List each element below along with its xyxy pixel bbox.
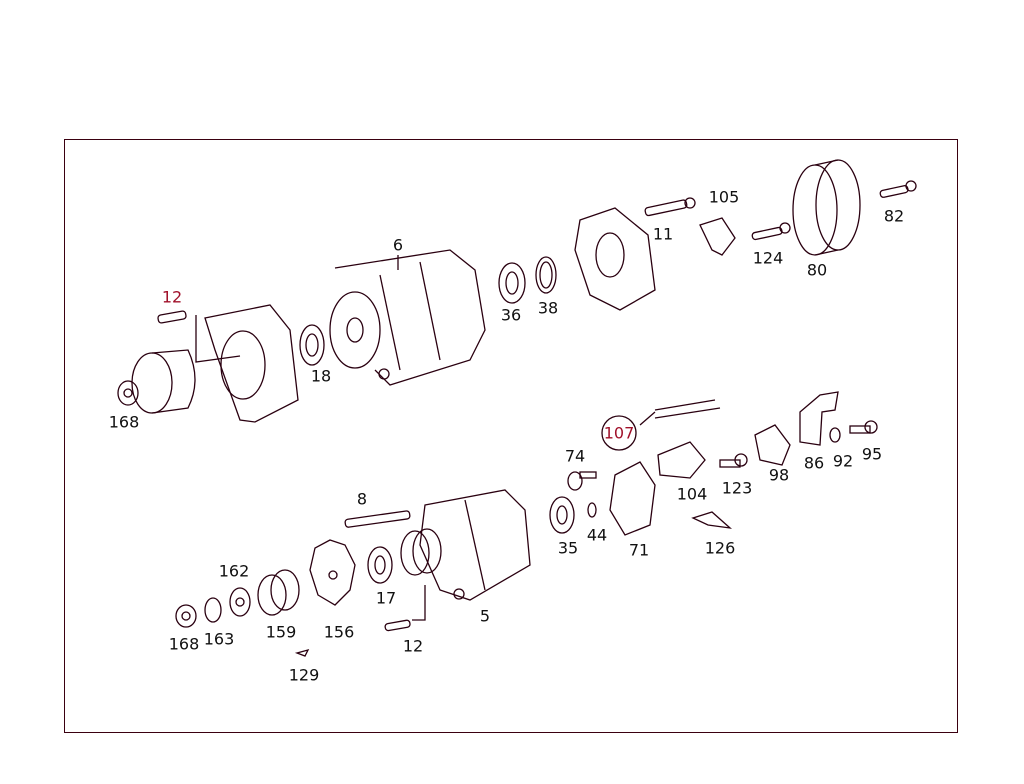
rectifier-71 (609, 461, 656, 536)
nut-168-lower (175, 604, 197, 628)
callout-12-lower: 12 (402, 636, 424, 656)
callout-129: 129 (288, 665, 320, 685)
brush-holder-98 (754, 424, 791, 466)
ring-80 (792, 159, 861, 256)
pulley-159 (257, 569, 300, 616)
callout-44: 44 (586, 525, 608, 545)
callout-17: 17 (375, 588, 397, 608)
washer-163 (204, 597, 222, 623)
pulley-inner (400, 528, 442, 576)
nut-168-upper (117, 380, 139, 406)
bolt-8 (344, 510, 411, 528)
callout-71: 71 (628, 540, 650, 560)
callout-35: 35 (557, 538, 579, 558)
bolt-82 (879, 180, 917, 198)
key-129 (294, 648, 310, 657)
bearing-35 (549, 496, 575, 534)
bolt-11 (644, 197, 696, 217)
cover-cap (131, 349, 196, 414)
washer-162 (229, 587, 251, 617)
callout-126: 126 (704, 538, 736, 558)
washer-44 (587, 502, 597, 518)
callout-107: 107 (603, 423, 635, 443)
callout-5: 5 (479, 606, 491, 626)
callout-98: 98 (768, 465, 790, 485)
bolt-95 (849, 420, 878, 434)
bracket-86 (799, 391, 839, 446)
callout-82: 82 (883, 206, 905, 226)
bearing-17 (367, 546, 393, 584)
callout-123: 123 (721, 478, 753, 498)
bolt-124 (751, 222, 791, 241)
fan-156 (309, 539, 356, 606)
end-housing (195, 304, 299, 423)
alternator-6 (329, 249, 486, 386)
bearing-18 (299, 324, 325, 366)
callout-168-upper: 168 (108, 412, 140, 432)
bearing-36 (498, 262, 526, 304)
callout-104: 104 (676, 484, 708, 504)
screw-12-lower (384, 585, 426, 632)
wires-107 (639, 399, 721, 426)
screw-12-upper (157, 310, 187, 324)
housing-5 (419, 489, 531, 601)
callout-95: 95 (861, 444, 883, 464)
callout-11: 11 (652, 224, 674, 244)
callout-159: 159 (265, 622, 297, 642)
callout-92: 92 (832, 451, 854, 471)
rear-cover (574, 207, 656, 311)
callout-156: 156 (323, 622, 355, 642)
callout-36: 36 (500, 305, 522, 325)
callout-80: 80 (806, 260, 828, 280)
callout-124: 124 (752, 248, 784, 268)
callout-168-lower: 168 (168, 634, 200, 654)
plate-126 (691, 511, 733, 529)
callout-162: 162 (218, 561, 250, 581)
callout-163: 163 (203, 629, 235, 649)
callout-86: 86 (803, 453, 825, 473)
callout-8: 8 (356, 489, 368, 509)
washer-92 (829, 427, 841, 443)
part-105 (699, 217, 736, 256)
screw-74 (567, 471, 597, 491)
callout-circle-107 (601, 415, 637, 451)
diagram-frame (64, 139, 958, 733)
callout-38: 38 (537, 298, 559, 318)
callout-12-upper: 12 (161, 287, 183, 307)
bolt-123 (719, 453, 748, 468)
regulator-104 (657, 441, 706, 479)
callout-18: 18 (310, 366, 332, 386)
callout-74: 74 (564, 446, 586, 466)
ring-38 (535, 256, 557, 294)
callout-6: 6 (392, 235, 404, 255)
callout-105: 105 (708, 187, 740, 207)
